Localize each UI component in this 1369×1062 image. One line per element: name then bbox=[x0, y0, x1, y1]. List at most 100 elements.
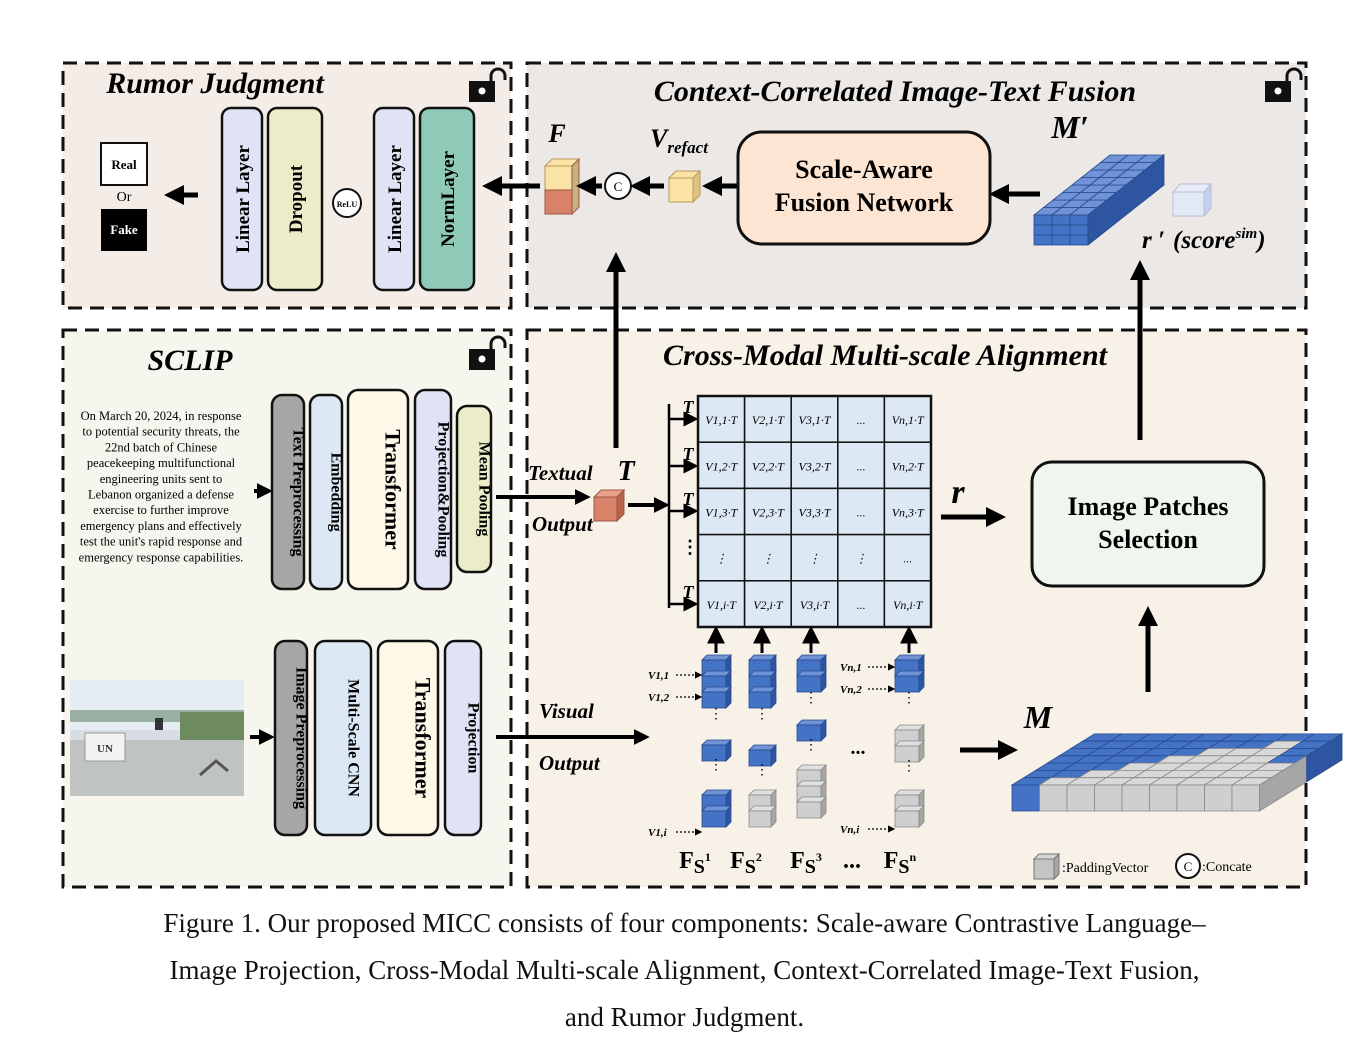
matrix-cell-label: V2,i·T bbox=[753, 598, 784, 612]
unlock-icon bbox=[469, 335, 507, 370]
matrix-cell-label: V2,2·T bbox=[752, 459, 785, 473]
stack-dots: ⋮ bbox=[804, 738, 818, 753]
matrix-cell bbox=[743, 395, 792, 443]
t-branch-dots: ⋮ bbox=[681, 537, 699, 557]
news-image: UN bbox=[70, 680, 244, 796]
text-transformer-block bbox=[346, 388, 410, 591]
image-preprocessing-block-label: Image Preprocessing bbox=[293, 667, 310, 809]
v-refact-cube bbox=[667, 169, 702, 204]
micc-architecture-diagram: Rumor Judgment Context-Correlated Image-… bbox=[61, 61, 1344, 889]
r-label: r bbox=[951, 474, 965, 511]
caption-line-2: Image Projection, Cross-Modal Multi-scal… bbox=[169, 955, 1200, 985]
multi-scale-cnn-block bbox=[313, 639, 373, 837]
panel-title-rumor: Rumor Judgment bbox=[105, 67, 325, 100]
stack-dots: ⋮ bbox=[709, 707, 723, 722]
legend-concat-icon bbox=[1175, 853, 1201, 879]
text-sample-line: emergency plans and effectively bbox=[80, 519, 242, 533]
relu-node bbox=[332, 188, 362, 218]
image-projection-block-label: Projection bbox=[465, 703, 482, 774]
padding-vector-icon bbox=[1032, 852, 1061, 881]
matrix-cell-label: Vn,3·T bbox=[892, 506, 925, 520]
matrix-cell-label: Vn,1·T bbox=[892, 413, 925, 427]
t-branch-label: T bbox=[683, 397, 695, 417]
matrix-cell-label: V1,2·T bbox=[705, 459, 738, 473]
panel-title-alignment: Cross-Modal Multi-scale Alignment bbox=[663, 339, 1109, 372]
unlock-icon bbox=[469, 67, 507, 102]
matrix-cell-label: V2,1·T bbox=[752, 413, 785, 427]
norm-layer-label: NormLayer bbox=[438, 150, 459, 247]
text-sample-line: On March 20, 2024, in response bbox=[81, 409, 242, 423]
textual-output-label: Textual bbox=[528, 461, 593, 485]
text-sample-line: emergency response capabilities. bbox=[79, 550, 244, 564]
text-sample-line: engineering units sent to bbox=[100, 472, 223, 486]
relu-label: ReLU bbox=[337, 200, 358, 209]
matrix-cell bbox=[790, 395, 839, 443]
vector-label: Vn,2 bbox=[840, 684, 862, 696]
stack-dots: ⋮ bbox=[709, 758, 723, 773]
text-preprocessing-block-label: Text Preprocessing bbox=[290, 427, 307, 556]
text-sample-line: exercise to further improve bbox=[93, 503, 229, 517]
patch-selection-line2: Selection bbox=[1098, 525, 1198, 554]
text-sample-line: peacekeeping multifunctional bbox=[87, 456, 236, 470]
matrix-cell-label: V1,1·T bbox=[705, 413, 738, 427]
legend-padding-label: :PaddingVector bbox=[1062, 861, 1149, 876]
linear-layer-1 bbox=[220, 106, 264, 292]
vector-label: V1,1 bbox=[648, 670, 669, 682]
panel-title-fusion: Context-Correlated Image-Text Fusion bbox=[654, 75, 1136, 108]
caption-line-3: and Rumor Judgment. bbox=[564, 1002, 805, 1032]
image-un-sign: UN bbox=[97, 743, 113, 755]
matrix-cell bbox=[837, 441, 886, 490]
text-sample-line: to potential security threats, the bbox=[82, 425, 240, 439]
matrix-cell-label: ... bbox=[857, 413, 866, 427]
image-transformer-block bbox=[376, 639, 440, 837]
or-label: Or bbox=[117, 190, 132, 205]
matrix-cell-label: ⋮ bbox=[855, 552, 867, 566]
stack-dots: ⋮ bbox=[755, 763, 769, 778]
image-projection-block bbox=[443, 639, 483, 837]
matrix-cell-label: ... bbox=[857, 506, 866, 520]
m-patch-map bbox=[1010, 733, 1344, 812]
concat-symbol: C bbox=[614, 179, 623, 194]
image-patches-selection bbox=[1030, 460, 1266, 588]
r-prime-score-label: r ′(scoresim) bbox=[1142, 226, 1266, 254]
t-branch-label: T bbox=[683, 444, 695, 464]
scale-label: FS2 bbox=[730, 848, 762, 878]
matrix-cell bbox=[790, 441, 839, 490]
matrix-cell-label: ... bbox=[857, 459, 866, 473]
linear-layer-1-label: Linear Layer bbox=[233, 145, 254, 253]
stack-dots: ⋮ bbox=[804, 691, 818, 706]
embedding-block bbox=[308, 393, 344, 591]
f-label: F bbox=[547, 119, 565, 148]
fake-box bbox=[101, 209, 147, 251]
similarity-matrix: V1,1·T V2,1·T V3,1·T... Vn,1·T V1,2·T V2,2·T V… bbox=[696, 394, 933, 629]
sfn-label-line1: Scale-Aware bbox=[795, 155, 933, 184]
matrix-cell bbox=[743, 580, 792, 628]
matrix-cell bbox=[743, 533, 792, 582]
t-vector-label: T bbox=[617, 456, 636, 487]
vector-label: Vn,1 bbox=[840, 662, 862, 674]
norm-layer bbox=[418, 106, 476, 292]
r-prime-cube bbox=[1171, 182, 1213, 218]
scale-label: FS1 bbox=[679, 848, 711, 878]
legend-concat-label: :Concate bbox=[1202, 860, 1252, 875]
dropout-label: Dropout bbox=[286, 164, 307, 233]
f-feature-cube bbox=[543, 157, 581, 216]
visual-output-label-2: Output bbox=[539, 751, 601, 775]
scale-label: ... bbox=[843, 848, 861, 874]
matrix-cell-label: Vn,i·T bbox=[893, 598, 924, 612]
text-sample-line: Lebanon organized a defense bbox=[88, 488, 234, 502]
multi-scale-cnn-block-label: Multi-Scale CNN bbox=[345, 679, 362, 797]
t-vector-cube bbox=[592, 488, 626, 523]
matrix-cell-label: ⋮ bbox=[762, 552, 774, 566]
matrix-cell-label: V3,i·T bbox=[800, 598, 831, 612]
matrix-cell bbox=[883, 533, 932, 582]
m-label: M bbox=[1023, 699, 1054, 735]
matrix-cell-label: V3,1·T bbox=[798, 413, 831, 427]
matrix-cell bbox=[837, 487, 886, 536]
scale-label: FSn bbox=[884, 848, 917, 878]
visual-output-label: Visual bbox=[539, 699, 594, 723]
matrix-cell-label: ... bbox=[857, 598, 866, 612]
